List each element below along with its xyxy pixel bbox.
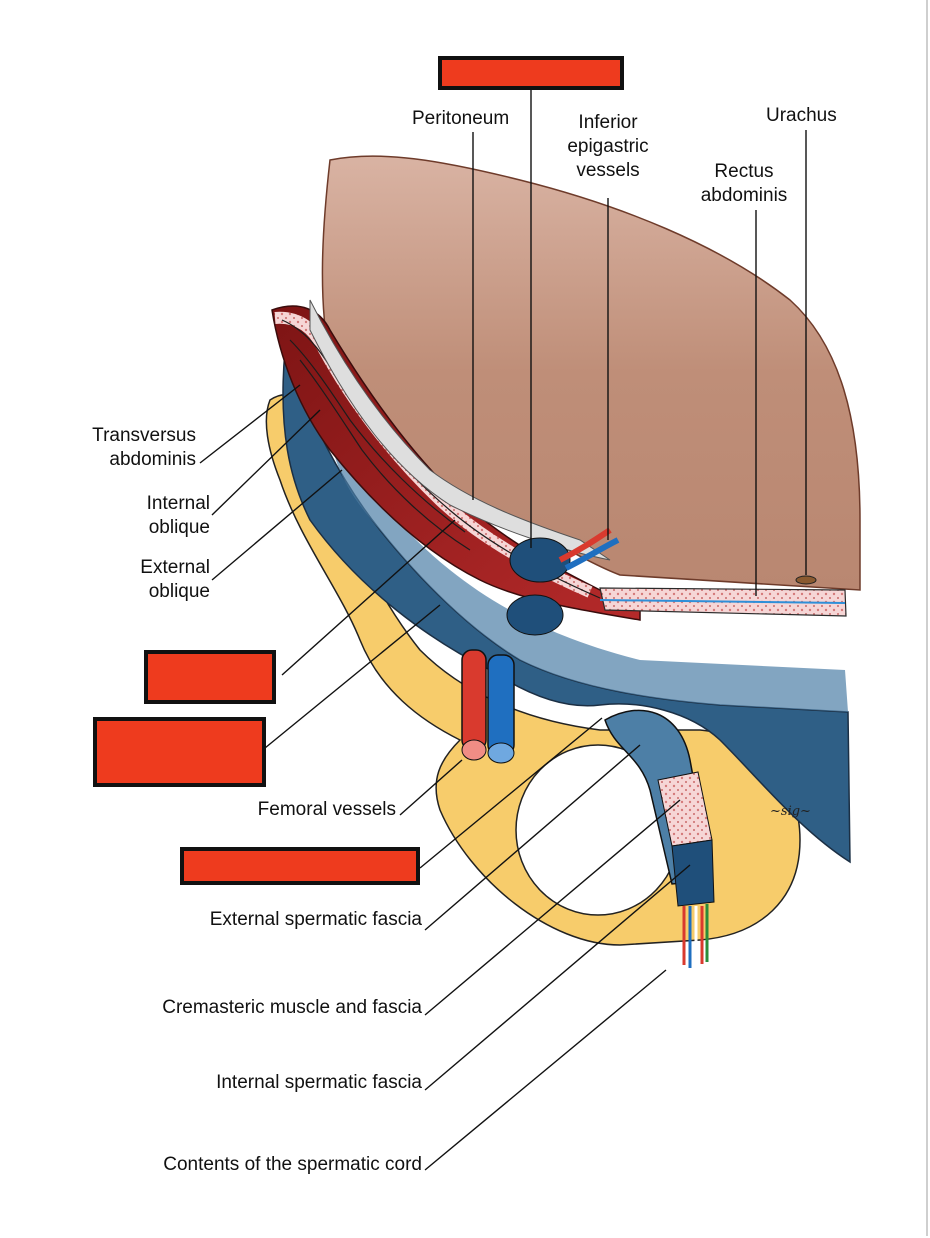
- label-inferior-epigastric: Inferior epigastric vessels: [548, 111, 668, 183]
- label-peritoneum: Peritoneum: [412, 108, 510, 129]
- femoral-vein: [487, 654, 515, 756]
- hidden-label-box-middle[interactable]: [180, 847, 420, 885]
- femoral-artery: [461, 649, 487, 751]
- hidden-label-box-left-upper[interactable]: [144, 650, 276, 704]
- label-transversus-abdominis: Transversus abdominis: [60, 424, 196, 472]
- artist-signature: ~sig~: [770, 804, 811, 819]
- label-line: Inferior: [578, 112, 638, 133]
- label-femoral-vessels: Femoral vessels: [257, 799, 396, 820]
- label-internal-spermatic-fascia: Internal spermatic fascia: [216, 1072, 422, 1093]
- inferior-epigastric-artery: [558, 527, 612, 563]
- label-line: abdominis: [109, 449, 196, 470]
- leader-lines: [199, 86, 807, 1171]
- label-line: oblique: [148, 581, 210, 602]
- label-external-oblique: External oblique: [90, 556, 210, 604]
- label-line: abdominis: [700, 185, 788, 206]
- label-line: epigastric: [567, 136, 649, 157]
- hidden-label-box-left-lower[interactable]: [93, 717, 266, 787]
- label-line: Transversus: [92, 425, 196, 446]
- urachus-remnant: [795, 575, 817, 585]
- label-rectus-abdominis: Rectus abdominis: [684, 160, 804, 208]
- inferior-epigastric-vein: [564, 537, 620, 571]
- label-line: Rectus: [714, 161, 774, 182]
- label-line: External: [140, 557, 210, 578]
- label-cremasteric-muscle: Cremasteric muscle and fascia: [162, 997, 422, 1018]
- label-internal-oblique: Internal oblique: [90, 492, 210, 540]
- label-urachus: Urachus: [766, 105, 837, 126]
- deep-inguinal-ring: [509, 537, 571, 583]
- label-line: oblique: [148, 517, 210, 538]
- cord-contents: [682, 904, 709, 968]
- label-line: Internal: [146, 493, 210, 514]
- label-cord-contents: Contents of the spermatic cord: [163, 1154, 422, 1175]
- hidden-label-box-top[interactable]: [438, 56, 624, 90]
- label-line: vessels: [576, 160, 640, 181]
- abdominal-muscle-layers: [271, 305, 641, 621]
- label-external-spermatic-fascia: External spermatic fascia: [209, 909, 422, 930]
